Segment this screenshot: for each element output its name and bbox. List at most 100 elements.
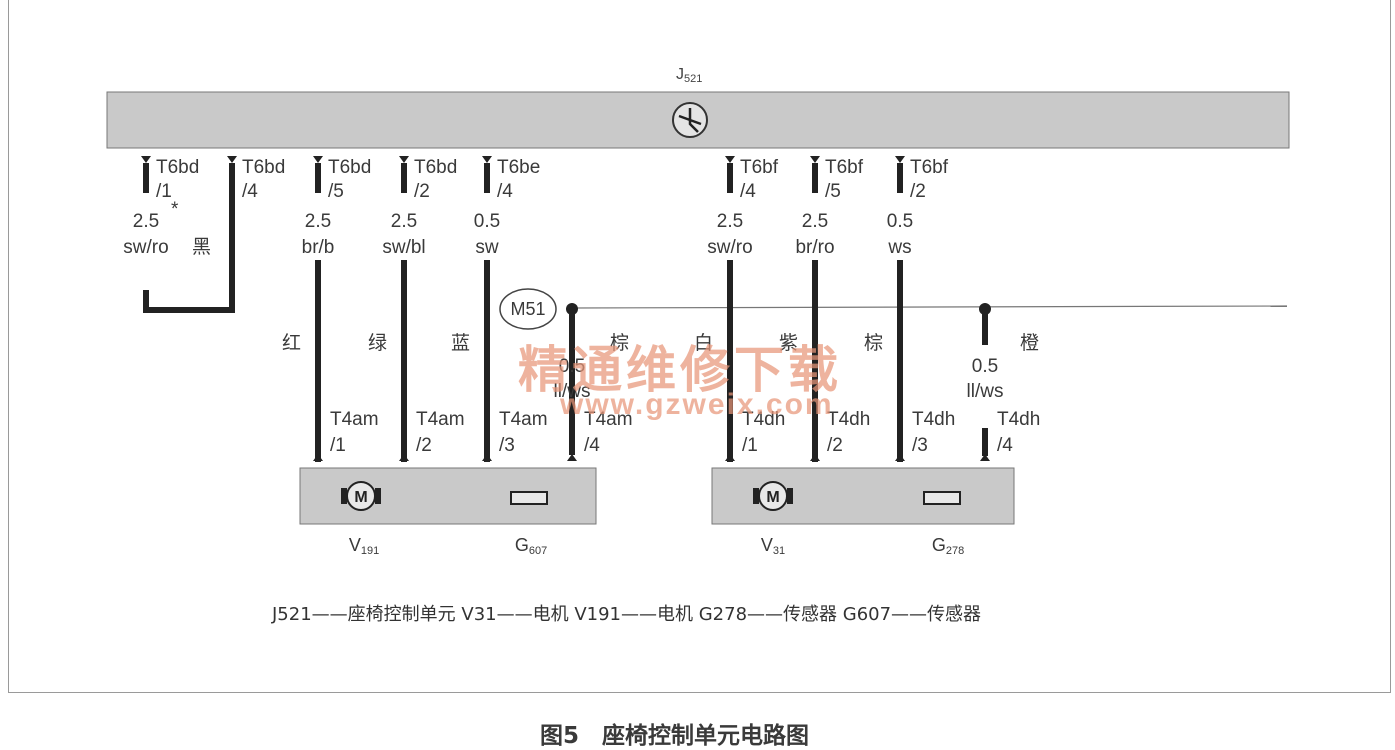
wire-color-cn-t6bd5: 红 [282,332,302,354]
wire-color-g278-4-wire: ll/ws [966,381,1004,402]
wire-color-g607-4-wire: ll/ws [553,381,591,402]
wire-star-t6bd1: * [171,199,179,220]
component-label-v31: V31 [760,535,786,557]
connector-stub-t6bf2 [897,163,903,193]
connector-num-t6bf4: /4 [740,181,756,202]
bottom-pin-1: T4am [416,409,465,430]
connector-pin-t6be4: T6be [497,157,541,178]
bottom-arrow-0 [313,454,323,461]
wire-color-cn-t6bf4: 白 [694,332,714,354]
bottom-arrow-7 [980,454,990,461]
ecu-symbol-glyph [678,108,702,133]
wire-size-g607-4-wire: 0.5 [558,356,586,377]
bottom-arrow-3 [567,454,577,461]
watermark-url: www.gzweix.com [560,388,834,421]
wire-color-cn-t6bf5: 紫 [779,332,799,354]
wire-color-cn-t6be4: 蓝 [451,332,471,354]
bottom-pin-3: T4am [584,409,633,430]
wire-size-t6bd5: 2.5 [304,211,332,232]
wire-color-t6bd5: br/b [301,237,335,258]
connector-arrow-t6bd4 [227,156,237,163]
wire-color-t6bf5: br/ro [795,237,835,258]
diagram-frame [8,0,1391,693]
connector-stub-t4dh4 [982,428,988,456]
wire-color-t6bf4: sw/ro [707,237,753,258]
bottom-num-1: /2 [416,435,432,456]
bottom-pin-4: T4dh [742,409,786,430]
connector-pin-t6bd2: T6bd [414,157,458,178]
connector-arrow-t6bf5 [810,156,820,163]
bottom-num-4: /1 [742,435,758,456]
bottom-arrow-6 [895,454,905,461]
connector-stub-t6bd5 [315,163,321,193]
bottom-num-7: /4 [997,435,1013,456]
wires-group [141,156,991,462]
v191-motor-letter: M [354,489,367,506]
connector-arrow-t6bf4 [725,156,735,163]
connector-arrow-t6bf2 [895,156,905,163]
wire-color-cn-g278-4-wire: 橙 [1020,332,1040,354]
bottom-pin-5: T4dh [827,409,871,430]
m51-label: M51 [510,299,546,319]
v191-motor-icon [346,481,376,511]
connector-arrow-t6bd1 [141,156,151,163]
bottom-pin-6: T4dh [912,409,956,430]
v31-brush-right [787,488,793,504]
watermark-cn: 精通维修下载 [518,341,842,399]
wire-color-cn-t6bd2: 绿 [368,332,388,354]
connector-stub-t6be4 [484,163,490,193]
ground-line [572,305,1288,309]
component-label-g278: G278 [931,535,965,557]
ecu-label: J521 [676,66,703,85]
bottom-num-0: /1 [330,435,346,456]
wire-size-t6be4: 0.5 [473,211,501,232]
figure-caption: 图5 座椅控制单元电路图 [540,723,810,749]
g607-resistor-icon [510,491,548,505]
connector-pin-t6bd1: T6bd [156,157,200,178]
connector-pin-t6bd5: T6bd [328,157,372,178]
bottom-arrow-2 [482,454,492,461]
connector-stub-t6bd4 [229,163,235,193]
v31-motor-icon [758,481,788,511]
bottom-pin-2: T4am [499,409,548,430]
connector-num-t6bd2: /2 [414,181,430,202]
connector-pin-t6bd4: T6bd [242,157,286,178]
connector-arrow-t6bd2 [399,156,409,163]
connector-num-t6bd4: /4 [242,181,258,202]
connector-pin-t6bf2: T6bf [910,157,949,178]
bottom-num-2: /3 [499,435,515,456]
v191-brush-right [375,488,381,504]
bottom-arrow-4 [725,454,735,461]
connector-stub-t6bd1 [143,163,149,193]
wire-color-cn-t6bf2: 棕 [864,332,884,354]
component-label-g607: G607 [514,535,548,557]
m51-ground-circle [499,288,557,330]
wire-color-t6bf2: ws [888,237,912,258]
wire-size-t6bf4: 2.5 [716,211,744,232]
connector-num-t6bf5: /5 [825,181,841,202]
bottom-pin-7: T4dh [997,409,1041,430]
bottom-num-6: /3 [912,435,928,456]
bottom-arrow-1 [399,454,409,461]
wire-size-t6bf5: 2.5 [801,211,829,232]
wire-color-t6be4: sw [475,237,499,258]
wire-color-t6bd1: sw/ro [123,237,169,258]
connector-arrow-t6bd5 [313,156,323,163]
connector-pin-t6bf5: T6bf [825,157,864,178]
wire-color-cn-g607-4-wire: 棕 [610,332,630,354]
connector-arrow-t6be4 [482,156,492,163]
bottom-pin-0: T4am [330,409,379,430]
wire-color-cn-t6bd1: 黑 [192,236,212,258]
bottom-arrow-5 [810,454,820,461]
v31-motor-letter: M [766,489,779,506]
wire-size-t6bd2: 2.5 [390,211,418,232]
wire-size-t6bf2: 0.5 [886,211,914,232]
connector-num-t6bf2: /2 [910,181,926,202]
connector-num-t6bd5: /5 [328,181,344,202]
v191-brush-left [341,488,347,504]
legend: J521——座椅控制单元 V31——电机 V191——电机 G278——传感器 … [272,604,982,625]
connector-stub-t6bf4 [727,163,733,193]
component-label-v191: V191 [348,535,380,557]
